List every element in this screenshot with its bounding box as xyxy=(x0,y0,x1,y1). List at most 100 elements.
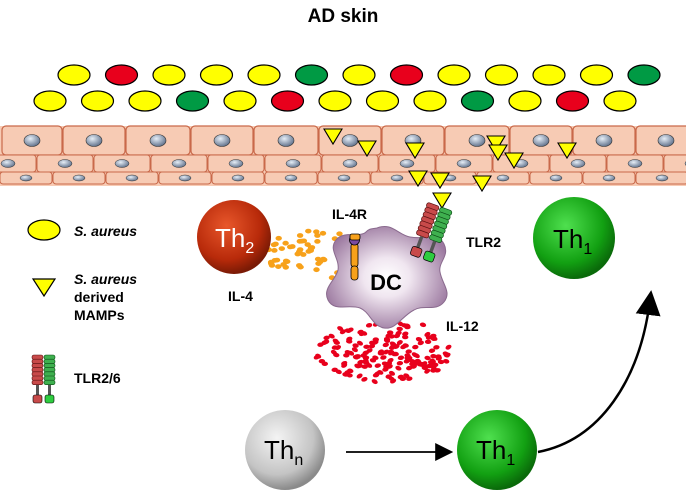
mamp-triangle-icon xyxy=(472,175,492,193)
s-aureus-bacterium xyxy=(484,64,519,86)
il12-dot xyxy=(381,361,389,366)
il12-dot xyxy=(424,331,431,337)
s-aureus-bacterium xyxy=(508,90,542,112)
svg-text:Th1: Th1 xyxy=(553,224,592,258)
mamp-triangle-icon xyxy=(504,152,524,170)
s-aureus-bacterium xyxy=(627,64,661,86)
dc-label: DC xyxy=(370,270,402,295)
svg-text:Th1: Th1 xyxy=(476,435,515,469)
il12-dot xyxy=(374,363,381,368)
cell-nucleus xyxy=(231,174,245,182)
s-aureus-bacterium xyxy=(579,64,614,86)
legend-mamp-triangle-icon xyxy=(31,278,57,298)
il12-dot xyxy=(445,344,452,350)
th1-bottom-cell: Th1 xyxy=(457,410,537,490)
il12-dot xyxy=(396,326,403,332)
s-aureus-bacterium xyxy=(294,64,329,86)
cell-nucleus xyxy=(496,174,510,182)
il12-dot xyxy=(371,379,378,385)
cell-nucleus xyxy=(277,134,295,147)
s-aureus-bacterium xyxy=(555,90,590,112)
curved-arrow-icon xyxy=(537,290,661,454)
il4-dot xyxy=(313,267,320,273)
cell-nucleus xyxy=(341,134,359,147)
mamp-triangle-icon xyxy=(432,192,452,210)
cell-nucleus xyxy=(595,134,613,147)
il12-dot xyxy=(356,373,363,379)
th2-cell: Th2 xyxy=(197,200,271,274)
il12-dot xyxy=(382,342,389,348)
il4-dot xyxy=(304,242,311,248)
il12-dot xyxy=(335,369,342,375)
s-aureus-bacterium xyxy=(247,64,281,86)
s-aureus-bacterium xyxy=(413,90,447,112)
il12-dot xyxy=(380,355,387,360)
il4-dot xyxy=(297,247,304,253)
il12-dot xyxy=(358,331,366,337)
il4-dot xyxy=(282,264,289,270)
il12-dot xyxy=(405,349,412,354)
il4-cytokine-dots xyxy=(262,228,343,282)
il12-dot xyxy=(361,364,368,369)
il12-dot xyxy=(424,339,432,345)
thn-naive-cell: Thn xyxy=(245,410,325,490)
il12-dot xyxy=(437,359,445,365)
mamp-triangle-icon xyxy=(557,142,577,160)
mamp-triangle-icon xyxy=(357,140,377,158)
s-aureus-bacterium xyxy=(342,64,376,86)
il12-dot xyxy=(385,374,392,379)
il12-dot xyxy=(402,334,409,340)
il12-dot xyxy=(315,353,322,359)
il12-dot xyxy=(430,353,437,359)
il12-dot xyxy=(406,365,413,371)
s-aureus-bacterium xyxy=(365,90,400,112)
cell-nucleus xyxy=(337,174,351,182)
il4-dot xyxy=(282,240,289,246)
th1-top-cell-subscript: 1 xyxy=(583,241,592,258)
il12-dot xyxy=(347,368,354,374)
legend-tlr-receptor-icon xyxy=(31,354,56,404)
il12-dot xyxy=(378,350,385,356)
cell-nucleus xyxy=(125,174,139,182)
tlr2-label: TLR2 xyxy=(466,234,501,250)
il12-dot xyxy=(396,340,403,345)
cell-nucleus xyxy=(399,159,415,168)
il12-dot xyxy=(388,370,396,376)
cell-nucleus xyxy=(468,134,486,147)
cell-nucleus xyxy=(57,159,73,168)
th1-bottom-cell-label: Th xyxy=(476,435,506,465)
il12-dot xyxy=(434,368,441,373)
il12-dot xyxy=(414,360,421,366)
il4-dot xyxy=(275,264,282,269)
il4-dot xyxy=(275,235,282,241)
il12-dot xyxy=(332,338,339,344)
il12-dot xyxy=(352,343,359,348)
mamp-triangle-icon xyxy=(486,135,506,153)
il4-dot xyxy=(298,238,305,244)
il4-dot xyxy=(317,259,324,265)
il12-dot xyxy=(374,371,381,377)
legend-mamps-line3: MAMPs xyxy=(74,307,125,323)
cell-nucleus xyxy=(655,174,669,182)
il12-dot xyxy=(363,344,370,350)
il12-dot xyxy=(344,328,352,333)
il12-dot xyxy=(362,358,369,364)
il12-dot xyxy=(401,323,408,328)
il12-dot xyxy=(431,336,438,341)
il4-dot xyxy=(268,263,276,268)
il4-dot xyxy=(282,258,290,264)
s-aureus-bacterium xyxy=(603,90,637,112)
mamp-triangle-icon xyxy=(323,128,343,146)
s-aureus-bacterium xyxy=(80,90,115,112)
il12-dot xyxy=(424,368,431,374)
page-title: AD skin xyxy=(308,6,379,27)
mamp-triangle-icon xyxy=(430,172,450,190)
il12-dot xyxy=(360,353,367,358)
cell-nucleus xyxy=(213,134,231,147)
il12-dot xyxy=(346,339,353,344)
il4-dot xyxy=(278,246,285,252)
cell-nucleus xyxy=(0,159,16,168)
il12-dot xyxy=(397,355,405,361)
dendritic-cell: DC xyxy=(326,226,448,329)
il4-dot xyxy=(305,228,312,234)
